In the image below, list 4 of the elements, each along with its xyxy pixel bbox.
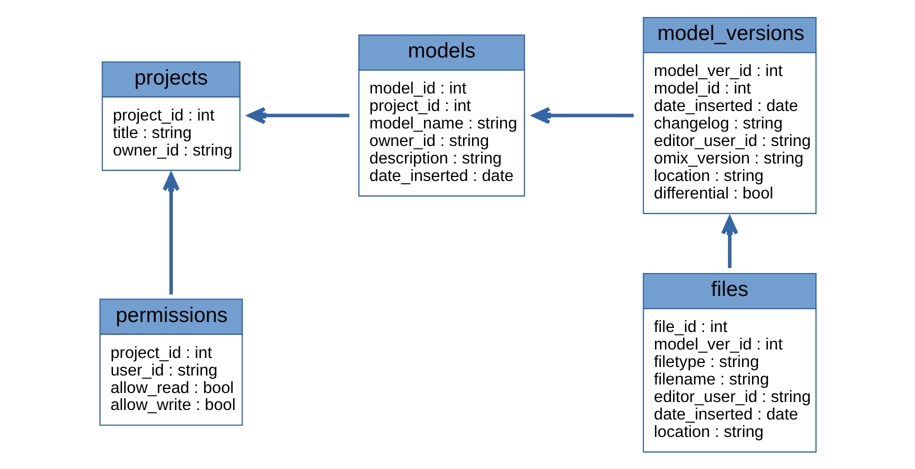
- arrow: [720, 216, 738, 268]
- arrow: [532, 106, 634, 124]
- arrow: [247, 106, 349, 124]
- arrow: [162, 172, 180, 294]
